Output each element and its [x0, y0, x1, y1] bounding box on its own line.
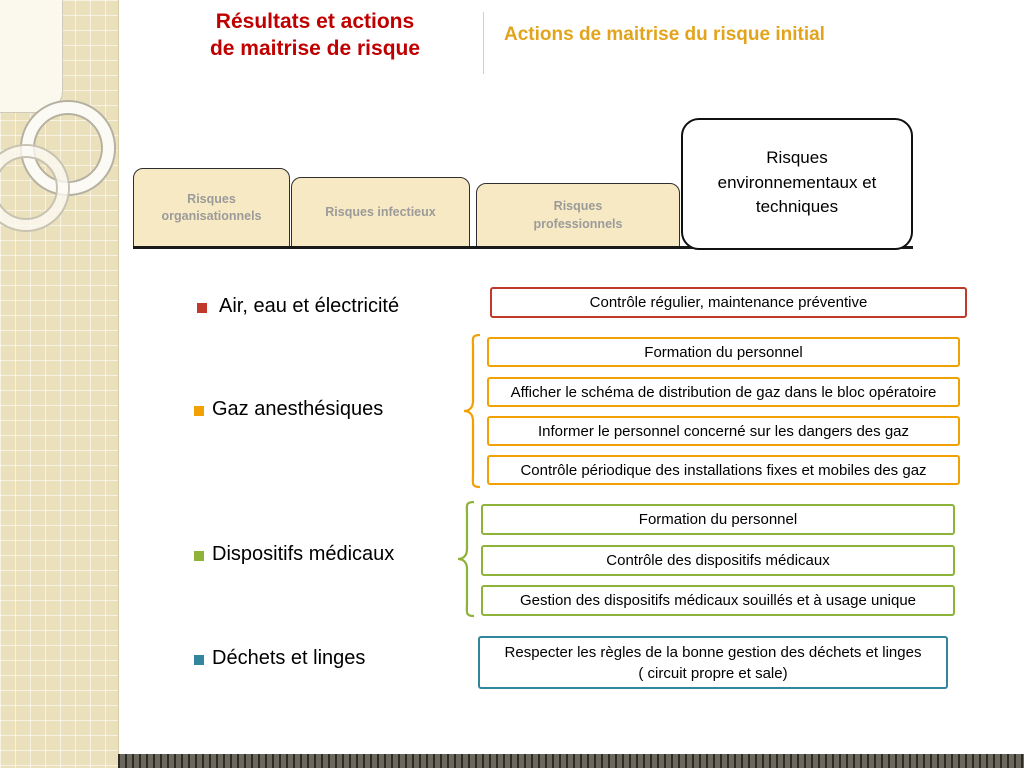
section-label-air-eau-electricite: Air, eau et électricité [219, 295, 400, 317]
action-box: Informer le personnel concerné sur les d… [487, 416, 960, 446]
tabs-baseline [133, 246, 913, 249]
section-label-dispositifs-medicaux: Dispositifs médicaux [212, 543, 395, 565]
action-box: Gestion des dispositifs médicaux souillé… [481, 585, 955, 616]
tab-risques-professionnels[interactable]: Risques professionnels [476, 183, 680, 248]
action-box: Contrôle des dispositifs médicaux [481, 545, 955, 576]
section-label-gaz-anesthesiques: Gaz anesthésiques [212, 398, 384, 420]
tab-label: Risques environnementaux et techniques [717, 148, 877, 217]
decorative-sidebar [0, 0, 119, 768]
slide-title-line2: de maitrise de risque [209, 37, 421, 61]
tab-risques-infectieux[interactable]: Risques infectieux [291, 177, 470, 248]
section-label-dechets-et-linges: Déchets et linges [212, 647, 366, 669]
action-box: Afficher le schéma de distribution de ga… [487, 377, 960, 407]
bullet-marker [194, 551, 204, 561]
tab-label: Risques organisationnels [161, 191, 262, 224]
sidebar-corner-decoration [0, 0, 63, 113]
action-box: Respecter les règles de la bonne gestion… [478, 636, 948, 689]
decorative-ring-small [0, 146, 68, 230]
filmstrip-decoration [118, 754, 1024, 768]
bullet-marker [194, 406, 204, 416]
tab-risques-organisationnels[interactable]: Risques organisationnels [133, 168, 290, 248]
brace-connector [459, 333, 483, 495]
slide-subtitle: Actions de maitrise du risque initial [504, 24, 825, 45]
slide-title-line1: Résultats et actions [215, 10, 415, 33]
action-box: Contrôle régulier, maintenance préventiv… [490, 287, 967, 318]
bullet-marker [194, 655, 204, 665]
action-box: Formation du personnel [481, 504, 955, 535]
action-box: Formation du personnel [487, 337, 960, 367]
brace-connector [453, 500, 477, 624]
title-divider [483, 12, 484, 74]
tab-label: Risques professionnels [533, 199, 623, 231]
slide-title: Résultats et actions de maitrise de risq… [150, 8, 480, 63]
bullet-marker [197, 303, 207, 313]
action-box: Contrôle périodique des installations fi… [487, 455, 960, 485]
tab-label: Risques infectieux [325, 204, 436, 219]
tab-risques-environnementaux-et-techniques[interactable]: Risques environnementaux et techniques [681, 118, 913, 250]
